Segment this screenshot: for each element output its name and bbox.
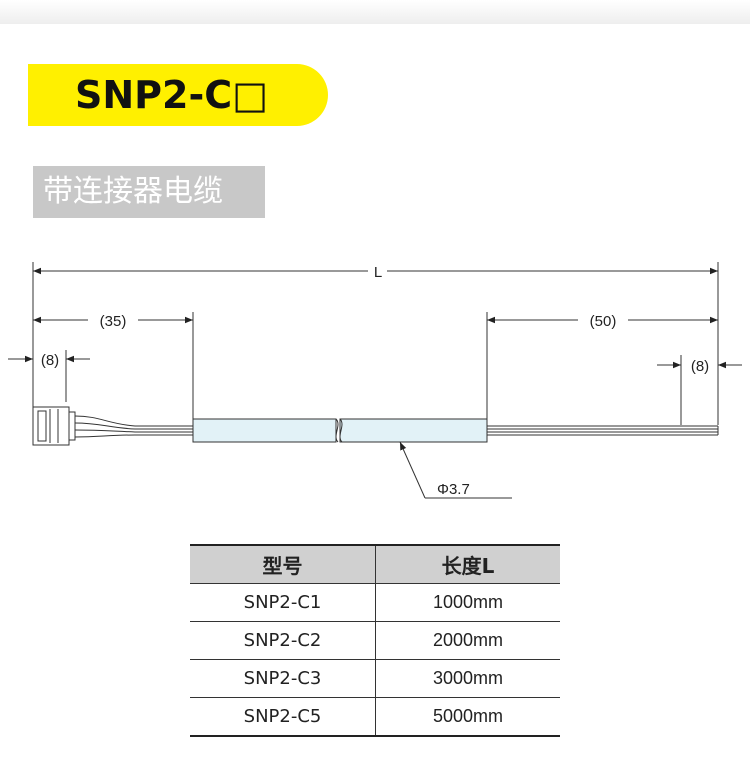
section-subtitle: 带连接器电缆 [43, 174, 223, 209]
cell-model: SNP2-C3 [190, 659, 376, 698]
dim-left: (35) [33, 313, 193, 330]
subtitle-box [33, 166, 265, 218]
col-header-length: 长度L [375, 544, 560, 584]
cell-model: SNP2-C5 [190, 697, 376, 737]
connector-icon [32, 406, 76, 446]
top-fade-bar [0, 0, 750, 24]
cell-length: 3000mm [375, 659, 560, 698]
page-title: SNP2-C□ [75, 73, 269, 117]
table-row: SNP2-C3 3000mm [190, 659, 560, 698]
table-row: SNP2-C2 2000mm [190, 621, 560, 660]
table-row: SNP2-C1 1000mm [190, 583, 560, 622]
dim-right-small: (8) [657, 358, 742, 375]
col-header-model: 型号 [190, 544, 376, 584]
cell-length: 5000mm [375, 697, 560, 737]
cable-jacket-left [192, 418, 337, 443]
cell-length: 2000mm [375, 621, 560, 660]
table-row: SNP2-C5 5000mm [190, 697, 560, 737]
cable-jacket-right [339, 418, 488, 443]
diameter-callout: Φ3.7 [399, 441, 512, 499]
wire-tail [487, 425, 719, 436]
table-header-row: 型号 长度L [190, 544, 560, 584]
diameter-label: Φ3.7 [437, 481, 470, 498]
title-highlight [28, 64, 328, 126]
cell-model: SNP2-C1 [190, 583, 376, 622]
cable-dimension-drawing: L (35) (50) (8) (8) [8, 262, 742, 499]
dim-total-label: L [374, 264, 382, 281]
cell-model: SNP2-C2 [190, 621, 376, 660]
dim-right-small-label: (8) [691, 358, 709, 375]
break-mark-left [335, 418, 339, 443]
break-mark-right [339, 418, 343, 443]
extension-lines [32, 262, 719, 425]
dim-right: (50) [487, 313, 718, 330]
wire-fanout [74, 415, 193, 438]
dim-left-label: (35) [100, 313, 127, 330]
cell-length: 1000mm [375, 583, 560, 622]
spec-table: 型号 长度L SNP2-C1 1000mm SNP2-C2 2000mm SNP… [190, 544, 560, 737]
dim-left-small-label: (8) [41, 352, 59, 369]
dim-total: L [33, 264, 718, 281]
dim-left-small: (8) [8, 352, 90, 369]
dim-right-label: (50) [590, 313, 617, 330]
